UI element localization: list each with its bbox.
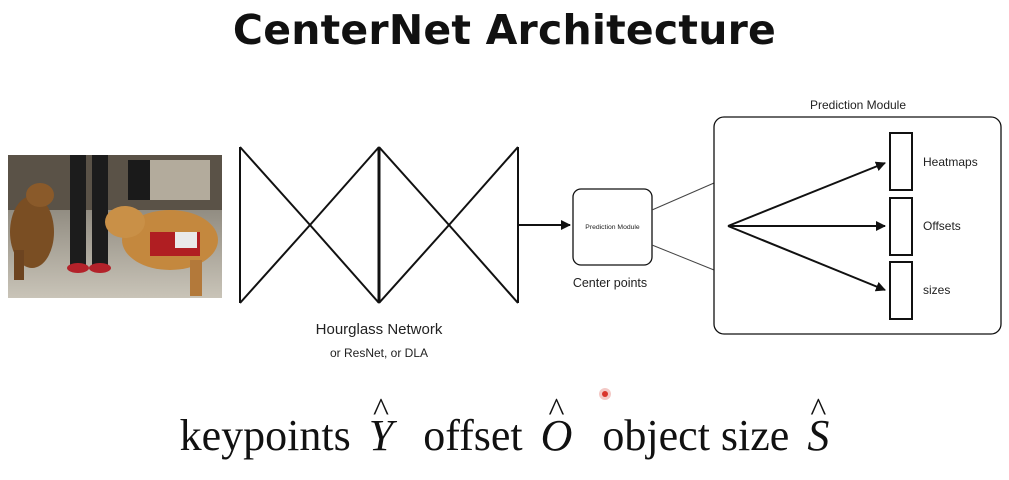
hourglass-network	[239, 146, 519, 304]
cursor-dot	[602, 391, 608, 397]
keypoints-term: keypoints	[179, 411, 351, 460]
offsets-map	[889, 197, 913, 256]
keypoints-symbol: ^Y	[368, 392, 394, 460]
sizes-map	[889, 261, 913, 320]
size-hat: ^	[810, 392, 827, 429]
fanout-arrows	[727, 161, 886, 292]
hourglass-label: Hourglass Network	[316, 321, 443, 338]
backbone-alternatives: or ResNet, or DLA	[330, 346, 428, 360]
size-symbol: ^S	[807, 392, 830, 460]
offset-symbol: ^O	[540, 392, 573, 460]
zoom-line-bottom	[651, 244, 715, 271]
output-offsets-label: Offsets	[923, 219, 961, 233]
offset-term: offset	[423, 411, 523, 460]
small-box-label: Prediction Module	[585, 224, 640, 231]
output-sizes-label: sizes	[923, 283, 950, 297]
keypoints-hat: ^	[373, 392, 389, 429]
offset-hat: ^	[548, 392, 565, 429]
object-size-term: object size	[602, 411, 790, 460]
output-heatmaps-label: Heatmaps	[923, 155, 978, 169]
center-points-box	[572, 188, 653, 266]
center-points-caption: Center points	[573, 276, 647, 290]
page-title: CenterNet Architecture	[232, 6, 777, 54]
input-photo	[8, 155, 222, 298]
output-formula: keypoints ^Y offset ^O object size ^S	[0, 392, 1009, 461]
zoom-line-top	[651, 182, 715, 211]
heatmaps-map	[889, 132, 913, 191]
prediction-module-title: Prediction Module	[810, 98, 906, 112]
